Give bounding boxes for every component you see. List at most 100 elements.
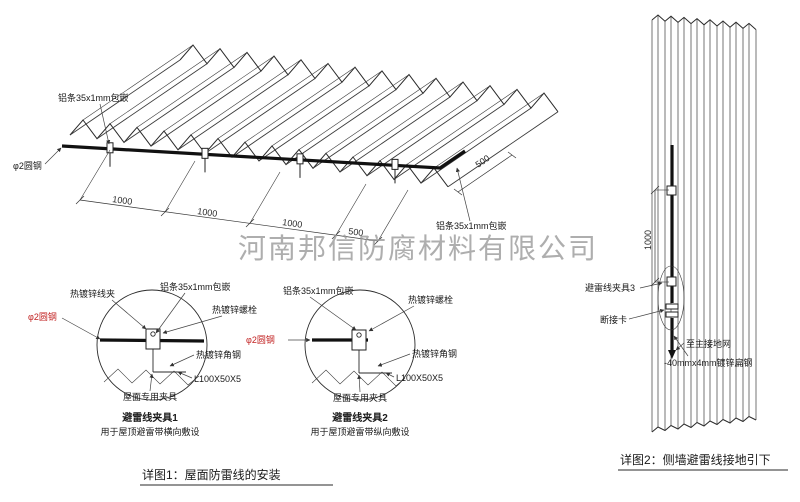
detail2-strip-label: 铝条35x1mm包嵌 [283,285,354,296]
leader-line [377,353,411,367]
detail1-bolt [150,331,156,337]
dim-line [457,154,513,193]
leader-line [385,372,395,378]
roof-ridge-line [393,104,505,180]
roof-ridge-line [339,96,451,173]
detail1-wire-clamp-label: 热镀锌线夹 [70,288,115,299]
disconnect-plate-top [665,303,679,310]
roof-ridge-line [244,66,356,143]
down-arrow-to-ground [668,350,676,359]
dim-text: 1000 [643,230,653,250]
detail2-angle-size-label: L100X50X5 [396,373,443,383]
clamp-mark [201,147,209,159]
leader-line [455,167,471,222]
roof-ridge-line [177,74,289,151]
roof-ridge-line [96,63,208,140]
detail2-rod-label: φ2圆钢 [246,334,275,345]
roof-ridge-line [69,59,181,136]
strip-right-label: 铝条35x1mm包嵌 [436,220,507,231]
dim-extension [164,160,196,213]
detail1-angle-label: 热镀锌角钢 [196,349,241,360]
leader-line [44,147,62,165]
detail1-bolt-label: 热镀锌螺栓 [212,304,257,315]
caption-figure-1: 详图1：屋面防雷线的安装 [142,467,281,482]
dim-tick [650,277,660,287]
dim-tick [75,195,85,205]
wall-clamp-upper [666,185,677,196]
detail1-strip-label: 铝条35x1mm包嵌 [160,281,231,292]
wall-ground-label: 至主接地网 [686,338,731,349]
detail2-bolt-label: 热镀锌螺栓 [408,294,453,305]
roof-isometric-view: 铝条35x1mm包嵌 φ2圆钢 铝条35x1mm包嵌 1000 1000 1 [13,44,559,246]
detail2-title: 避雷线夹具2 [331,411,388,424]
dim-tick [453,188,463,196]
detail1-subtitle: 用于屋顶避雷带横向敷设 [100,426,199,437]
roof-ridge-line [163,55,275,132]
rod-label-main: φ2圆钢 [13,160,42,171]
leader-line [309,296,357,331]
corrugated-wall-sheet [651,14,757,433]
leader-line [639,281,663,289]
leader-line [61,317,101,340]
roof-ridge-line [312,92,424,169]
roof-ridge-line [325,78,437,154]
wall-down-conductor-view: 1000 避雷线夹具3 断接卡 至主接地网 -40mmx4mm镀锌扁钢 [585,14,757,433]
roof-ridge-line [285,89,397,165]
dim-text: 1000 [112,194,133,207]
company-watermark: 河南邦信防腐材料有限公司 [238,233,598,264]
roof-ridge-line [109,48,221,124]
dimension-chain: 1000 1000 1000 500 [75,149,409,246]
wall-flat-steel-label: -40mmx4mm镀锌扁钢 [664,357,753,368]
detail1-rod-label: φ2圆钢 [28,311,57,322]
dimension-right: 500 [453,151,517,196]
dim-extension [377,189,409,242]
roof-ridge-line [406,89,518,165]
roof-ridge-line [366,100,478,177]
leader-line [628,308,665,320]
detail-clamp-1: 热镀锌线夹 铝条35x1mm包嵌 热镀锌螺栓 φ2圆钢 热镀锌角钢 L100X5… [28,281,257,437]
figure-captions: 详图1：屋面防雷线的安装 详图2：侧墙避雷线接地引下 [140,452,788,486]
leader-line [368,305,415,332]
wall-clamp3-label: 避雷线夹具3 [585,282,635,293]
lightning-conductor-line [61,144,466,170]
conductor-clamps [106,142,399,184]
strip-top-label: 铝条35x1mm包嵌 [58,92,129,103]
detail2-circle [304,289,416,401]
leader-line [149,373,154,392]
roof-ridge-line [258,85,370,162]
dim-extension [79,149,111,201]
detail2-subtitle: 用于屋顶避雷带纵向敷设 [310,426,409,437]
roof-ridge-line [447,111,559,188]
roof-ridge-line [150,70,262,147]
roof-ridge-line [298,74,410,150]
leader-line [162,315,223,334]
roof-ridge-line [204,78,316,154]
dim-text: 1000 [197,206,218,219]
detail2-angle-label: 热镀锌角钢 [412,348,457,359]
roof-ridge-line [433,92,545,169]
detail2-bolt [356,332,362,338]
leader-line [357,374,362,393]
dim-tick [160,207,170,217]
wall-detail-ellipse [657,265,685,331]
roof-ridge-line [271,70,383,147]
detail1-circle [96,289,208,401]
dim-extension [249,171,281,224]
dim-text: 500 [348,226,364,238]
roof-ridge-line [123,67,235,143]
dim-tick [650,185,660,195]
dim-line [79,199,379,242]
roof-ridge-line [420,107,532,184]
detail2-roof-profile [311,369,406,387]
roof-ridge-line [379,85,491,161]
wall-disconnect-label: 断接卡 [600,314,627,325]
wall-clamp-lower [666,276,677,287]
roof-ridge-line [190,59,302,136]
leader-line [177,371,193,379]
dim-tick [245,218,255,228]
leader-line [673,335,689,357]
dim-extension [335,183,367,236]
dim-tick [373,236,383,246]
detail-clamp-2: 铝条35x1mm包嵌 热镀锌螺栓 φ2圆钢 热镀锌角钢 L100X50X5 屋面… [246,285,457,437]
